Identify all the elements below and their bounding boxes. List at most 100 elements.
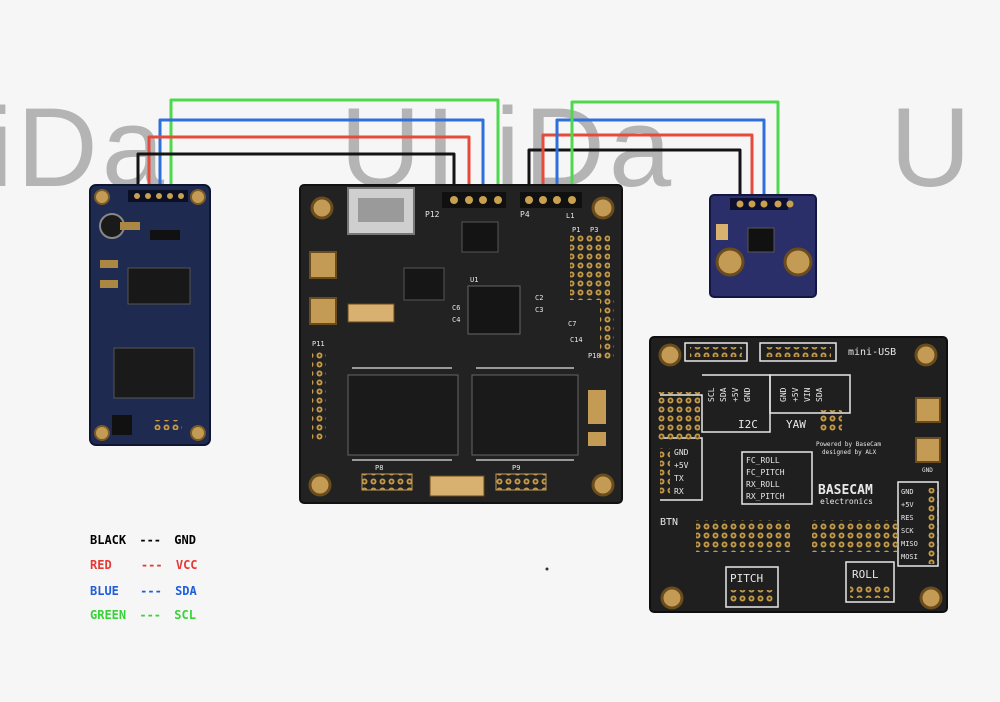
- sensor-board: [709, 194, 817, 298]
- label-c2: C2: [535, 294, 543, 302]
- motor-driver: [347, 374, 459, 456]
- label-spi-sck: SCK: [901, 527, 914, 535]
- label-p8: P8: [375, 464, 383, 472]
- legend-signal-vcc: VCC: [175, 558, 198, 572]
- label-spi-mosi: MOSI: [901, 553, 918, 561]
- mount-hole: [190, 189, 206, 205]
- mount-hole: [658, 343, 682, 367]
- label-i2c-5v: +5V: [731, 387, 740, 402]
- mount-hole: [783, 247, 813, 277]
- label-i2c-scl: SCL: [707, 387, 716, 402]
- legend-sep: ---: [139, 533, 162, 547]
- motor-driver: [471, 374, 579, 456]
- label-p9: P9: [512, 464, 520, 472]
- legend-row-green: GREEN --- SCL: [90, 608, 196, 622]
- legend-signal-scl: SCL: [174, 608, 196, 622]
- mount-hole: [660, 586, 684, 610]
- label-brand: BASECAM: [818, 483, 873, 498]
- label-pin-gnd: GND: [674, 448, 689, 457]
- label-c6: C6: [452, 304, 460, 312]
- label-yaw-5v: +5V: [791, 387, 800, 402]
- label-yaw: YAW: [786, 418, 806, 431]
- label-fc-roll: FC_ROLL: [746, 456, 780, 465]
- label-p4: P4: [520, 210, 530, 219]
- label-p12: P12: [425, 210, 440, 219]
- wire-red-left: [147, 135, 471, 196]
- label-yaw-vin: VIN: [803, 387, 812, 402]
- wires-right: [527, 100, 780, 196]
- label-rx-roll: RX_ROLL: [746, 480, 780, 489]
- label-btn: BTN: [660, 517, 678, 528]
- legend-row-red: RED --- VCC: [90, 558, 198, 572]
- tantalum-cap: [429, 475, 485, 497]
- label-spi-5v: +5V: [901, 501, 914, 509]
- imu-board: [89, 184, 211, 446]
- label-rx-pitch: RX_PITCH: [746, 492, 785, 501]
- mount-hole: [919, 586, 943, 610]
- tantalum-cap: [347, 303, 395, 323]
- ic-chip: [127, 267, 191, 305]
- wire-green-left: [169, 98, 500, 196]
- header-p12: [442, 192, 506, 208]
- label-i2c: I2C: [738, 418, 758, 431]
- label-i2c-sda: SDA: [719, 387, 728, 402]
- label-yaw-sda: SDA: [815, 387, 824, 402]
- basecam-silkscreen: mini-USB I2C YAW SCL SDA +5V GND GND +5V…: [660, 347, 933, 585]
- mount-hole: [914, 343, 938, 367]
- label-i2c-gnd: GND: [743, 387, 752, 402]
- legend-sep: ---: [140, 558, 163, 572]
- label-c4: C4: [452, 316, 460, 324]
- label-spi-miso: MISO: [901, 540, 918, 548]
- legend-color-black: BLACK: [90, 533, 127, 547]
- microcontroller: [467, 285, 521, 335]
- label-powered-by: Powered by BaseCam: [816, 441, 881, 448]
- legend-row-blue: BLUE --- SDA: [90, 584, 197, 598]
- label-pitch: PITCH: [730, 572, 763, 585]
- label-l1: L1: [566, 212, 574, 220]
- label-fc-pitch: FC_PITCH: [746, 468, 785, 477]
- label-spi-gnd: GND: [901, 488, 914, 496]
- label-c3: C3: [535, 306, 543, 314]
- ic-chip: [113, 347, 195, 399]
- wire-red-right: [541, 133, 754, 196]
- header-p4: [520, 192, 582, 208]
- pad-p8: [361, 473, 413, 491]
- mount-hole: [310, 196, 334, 220]
- regulator: [403, 267, 445, 301]
- wire-black-left: [136, 152, 456, 196]
- label-p10: P10: [588, 352, 601, 360]
- power-pad: [915, 437, 941, 463]
- label-u1: U1: [470, 276, 478, 284]
- label-pin-5v: +5V: [674, 461, 689, 470]
- mount-hole: [308, 473, 332, 497]
- label-brand-sub: electronics: [820, 497, 873, 506]
- legend-sep: ---: [139, 608, 162, 622]
- silkscreen-labels: C6 C4 C2 C3 C7 C14 P11 P10 P1 P3 U1 L1: [312, 212, 601, 360]
- wire-black-right: [527, 148, 742, 196]
- mount-hole: [94, 425, 110, 441]
- legend-color-green: GREEN: [90, 608, 127, 622]
- label-p3: P3: [590, 226, 598, 234]
- mount-hole: [715, 247, 745, 277]
- motor-pad: [309, 297, 337, 325]
- sensor-chip: [747, 227, 775, 253]
- label-p1: P1: [572, 226, 580, 234]
- label-c14: C14: [570, 336, 583, 344]
- label-spi-res: RES: [901, 514, 914, 522]
- ic-chip: [461, 221, 499, 253]
- legend-row-black: BLACK --- GND: [90, 533, 196, 547]
- watermark-right: U: [890, 85, 975, 210]
- label-pin-rx: RX: [674, 487, 684, 496]
- label-power-gnd: GND: [922, 467, 933, 474]
- legend-signal-gnd: GND: [174, 533, 196, 547]
- legend-color-red: RED: [90, 558, 112, 572]
- label-mini-usb: mini-USB: [848, 347, 896, 358]
- power-pad: [915, 397, 941, 423]
- wire-green-right: [570, 100, 780, 196]
- wire-blue-right: [555, 118, 766, 196]
- mount-hole: [591, 196, 615, 220]
- mount-hole: [591, 473, 615, 497]
- sensor-header: [730, 198, 794, 210]
